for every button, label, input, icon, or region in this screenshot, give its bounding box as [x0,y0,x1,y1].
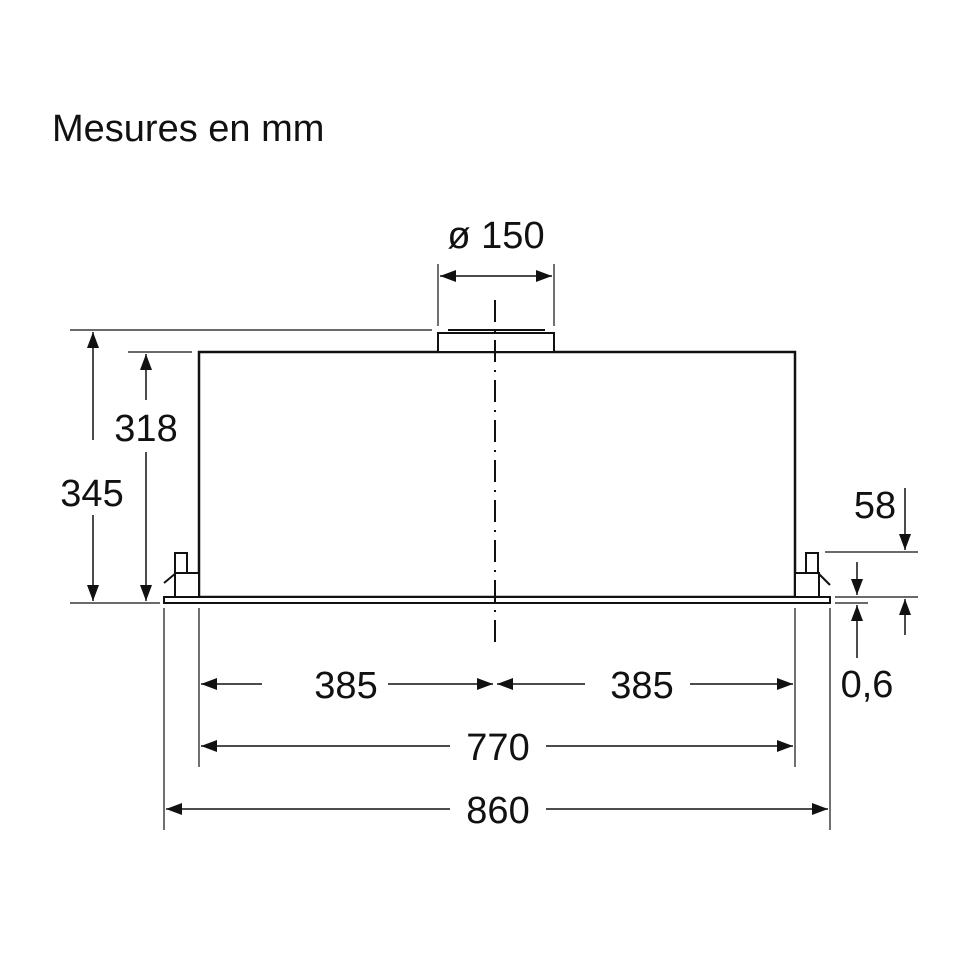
extension-lines [70,264,918,830]
page-title: Mesures en mm [52,108,325,150]
dim-half-width-left: 385 [201,665,493,707]
bottom-plate [163,596,831,604]
housing [197,350,797,599]
svg-text:0,6: 0,6 [841,664,894,706]
dim-duct-diameter: ø 150 [440,215,552,282]
svg-text:385: 385 [314,665,377,707]
svg-text:385: 385 [610,665,673,707]
dim-total-height: 345 [60,332,124,601]
svg-text:318: 318 [114,408,177,450]
svg-text:345: 345 [60,473,123,515]
right-clip [794,552,831,598]
svg-text:58: 58 [854,485,896,527]
left-clip [163,552,200,598]
dim-clip-height: 58 [854,485,911,635]
svg-text:ø 150: ø 150 [447,215,544,257]
dim-half-width-right: 385 [497,665,793,707]
dim-body-height: 318 [114,354,178,601]
svg-text:860: 860 [466,790,529,832]
svg-text:770: 770 [466,727,529,769]
dim-plate-thickness: 0,6 [841,562,894,706]
dim-total-width: 860 [166,790,828,832]
dim-body-width: 770 [201,727,793,769]
